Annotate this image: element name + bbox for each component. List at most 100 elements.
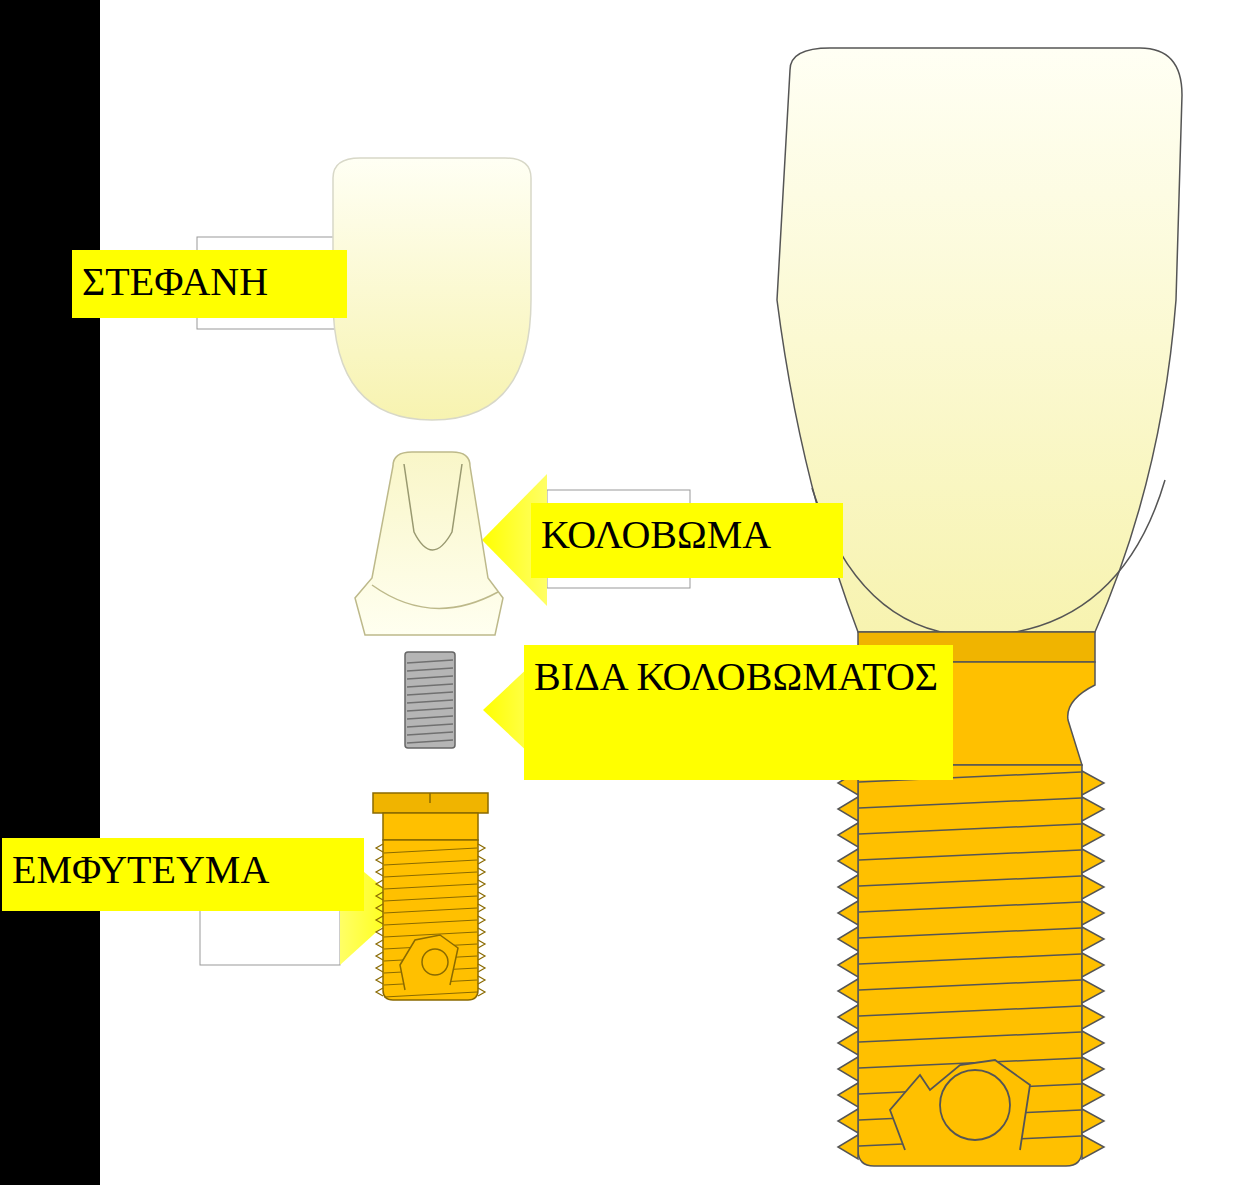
implant-thread (1082, 771, 1104, 795)
implant-thread (478, 880, 485, 888)
part-name: ΣΤΕΦΑΝΗ (82, 256, 337, 308)
screw-thread (407, 700, 453, 703)
implant-thread (838, 849, 858, 873)
implant-thread (478, 892, 485, 900)
part-name: ΚΟΛΟΒΩΜΑ (541, 509, 833, 561)
implant-thread (478, 976, 485, 984)
implant-thread (859, 1032, 1081, 1042)
implant-thread (1082, 823, 1104, 847)
screw-thread (407, 724, 453, 727)
implant-thread (1082, 1083, 1104, 1107)
implant-thread (376, 976, 383, 984)
implant-thread (859, 928, 1081, 938)
implant-thread (376, 988, 383, 996)
implant-thread (1082, 1005, 1104, 1029)
implant-thread (384, 872, 477, 877)
callout-box: ΒΙΔΑ ΚΟΛΟΒΩΜΑΤΟΣ (524, 645, 953, 780)
implant-thread (838, 1135, 858, 1159)
part-name: ΕΜΦΥΤΕΥΜΑ (12, 844, 354, 896)
screw-thread (407, 716, 453, 719)
implant-thread (384, 848, 477, 853)
implant-thread (859, 1006, 1081, 1016)
implant-thread (478, 952, 485, 960)
implant-thread (859, 850, 1081, 860)
abutment-line (372, 585, 498, 608)
implant-thread (384, 908, 477, 913)
screw-thread (407, 668, 453, 671)
implant-hole (940, 1070, 1010, 1140)
abutment-line (404, 464, 462, 550)
implant-thread (838, 1057, 858, 1081)
implant-body (858, 765, 1082, 1166)
implant-collar (373, 793, 488, 813)
implant-thread (376, 904, 383, 912)
implant-slot (429, 793, 431, 803)
implant-thread (478, 988, 485, 996)
crown (333, 158, 531, 420)
implant-thread (838, 823, 858, 847)
screw-thread (407, 676, 453, 679)
implant-thread (1082, 797, 1104, 821)
implant-flute (400, 935, 458, 990)
screw-thread (407, 660, 453, 663)
implant-thread (384, 920, 477, 925)
implant-thread (838, 1083, 858, 1107)
abutment-screw (405, 652, 455, 748)
implant-thread (384, 884, 477, 889)
implant-thread (1082, 953, 1104, 977)
implant-thread (838, 1109, 858, 1133)
implant-thread (1082, 849, 1104, 873)
implant-thread (859, 876, 1081, 886)
implant-thread (1082, 1109, 1104, 1133)
abutment (355, 452, 503, 635)
implant-thread (376, 916, 383, 924)
black-band (0, 0, 100, 1185)
implant-thread (384, 992, 477, 997)
implant-thread (838, 797, 858, 821)
implant-thread (478, 916, 485, 924)
implant-thread (838, 901, 858, 925)
implant-thread (478, 856, 485, 864)
implant-thread (1082, 1135, 1104, 1159)
implant-thread (838, 927, 858, 951)
implant-thread (376, 868, 383, 876)
implant-thread (478, 904, 485, 912)
implant-thread (478, 940, 485, 948)
implant-thread (838, 875, 858, 899)
implant-thread (1082, 979, 1104, 1003)
implant-thread (376, 856, 383, 864)
callout-box: ΣΤΕΦΑΝΗ (72, 250, 347, 318)
screw-thread (407, 684, 453, 687)
implant-thread (376, 940, 383, 948)
implant-thread (859, 824, 1081, 834)
screw-thread (407, 708, 453, 711)
implant-thread (1082, 1031, 1104, 1055)
screw-thread (407, 740, 453, 743)
screw-thread (407, 732, 453, 735)
implant-thread (859, 980, 1081, 990)
implant-thread (376, 844, 383, 852)
screw-thread (407, 692, 453, 695)
implant-thread (838, 1005, 858, 1029)
callout-box: ΕΜΦΥΤΕΥΜΑ (2, 838, 364, 911)
implant-thread (859, 902, 1081, 912)
implant-thread (859, 798, 1081, 808)
implant-thread (859, 954, 1081, 964)
implant-thread (1082, 927, 1104, 951)
implant-thread (376, 892, 383, 900)
implant-thread (384, 896, 477, 901)
implant-thread (838, 953, 858, 977)
part-name: ΒΙΔΑ ΚΟΛΟΒΩΜΑΤΟΣ (534, 651, 943, 703)
implant-thread (376, 928, 383, 936)
implant-thread (478, 868, 485, 876)
implant-thread (1082, 875, 1104, 899)
implant-thread (384, 860, 477, 865)
implant-neck (383, 813, 478, 840)
implant-hole (422, 949, 448, 975)
implant-thread (478, 844, 485, 852)
implant-thread (478, 928, 485, 936)
callout-box: ΚΟΛΟΒΩΜΑ (531, 503, 843, 578)
implant-thread (1082, 1057, 1104, 1081)
implant-thread (376, 880, 383, 888)
